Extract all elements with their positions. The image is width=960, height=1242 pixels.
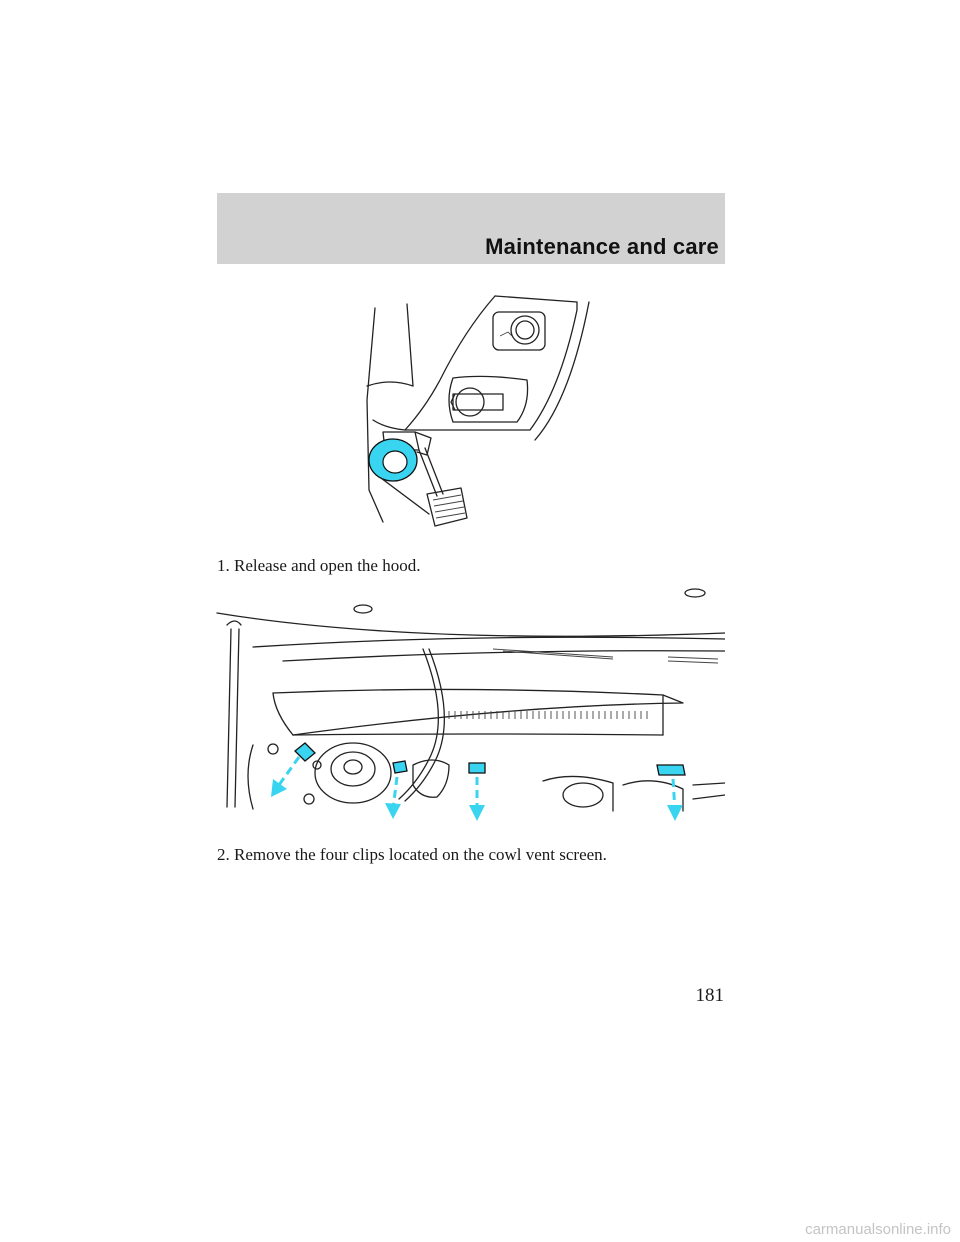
section-title: Maintenance and care [485,234,719,259]
footer-watermark: carmanualsonline.info [805,1221,951,1238]
section-header-band: Maintenance and care [217,193,725,264]
page-number: 181 [695,985,725,1006]
step-2-text: 2. Remove the four clips located on the … [217,845,607,864]
step-1-text: 1. Release and open the hood. [217,556,421,575]
cowl-vent-clips-illustration [216,588,725,821]
hood-release-illustration [366,295,590,527]
